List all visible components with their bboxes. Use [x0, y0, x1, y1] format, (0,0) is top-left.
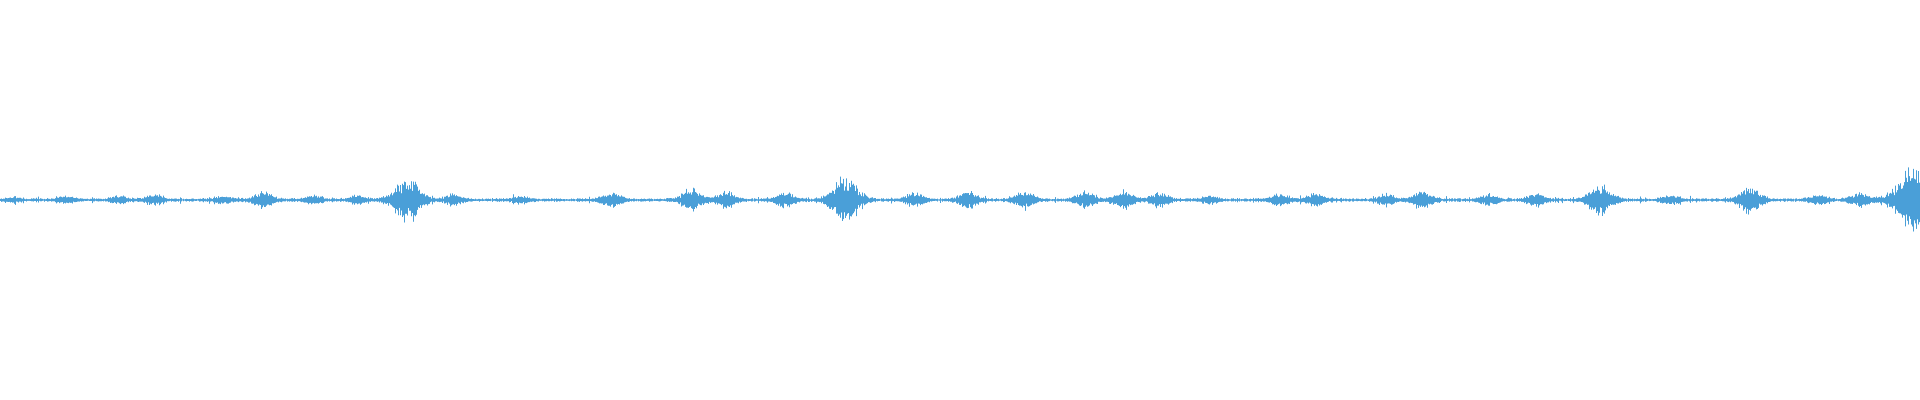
- waveform-trace: [0, 167, 1920, 232]
